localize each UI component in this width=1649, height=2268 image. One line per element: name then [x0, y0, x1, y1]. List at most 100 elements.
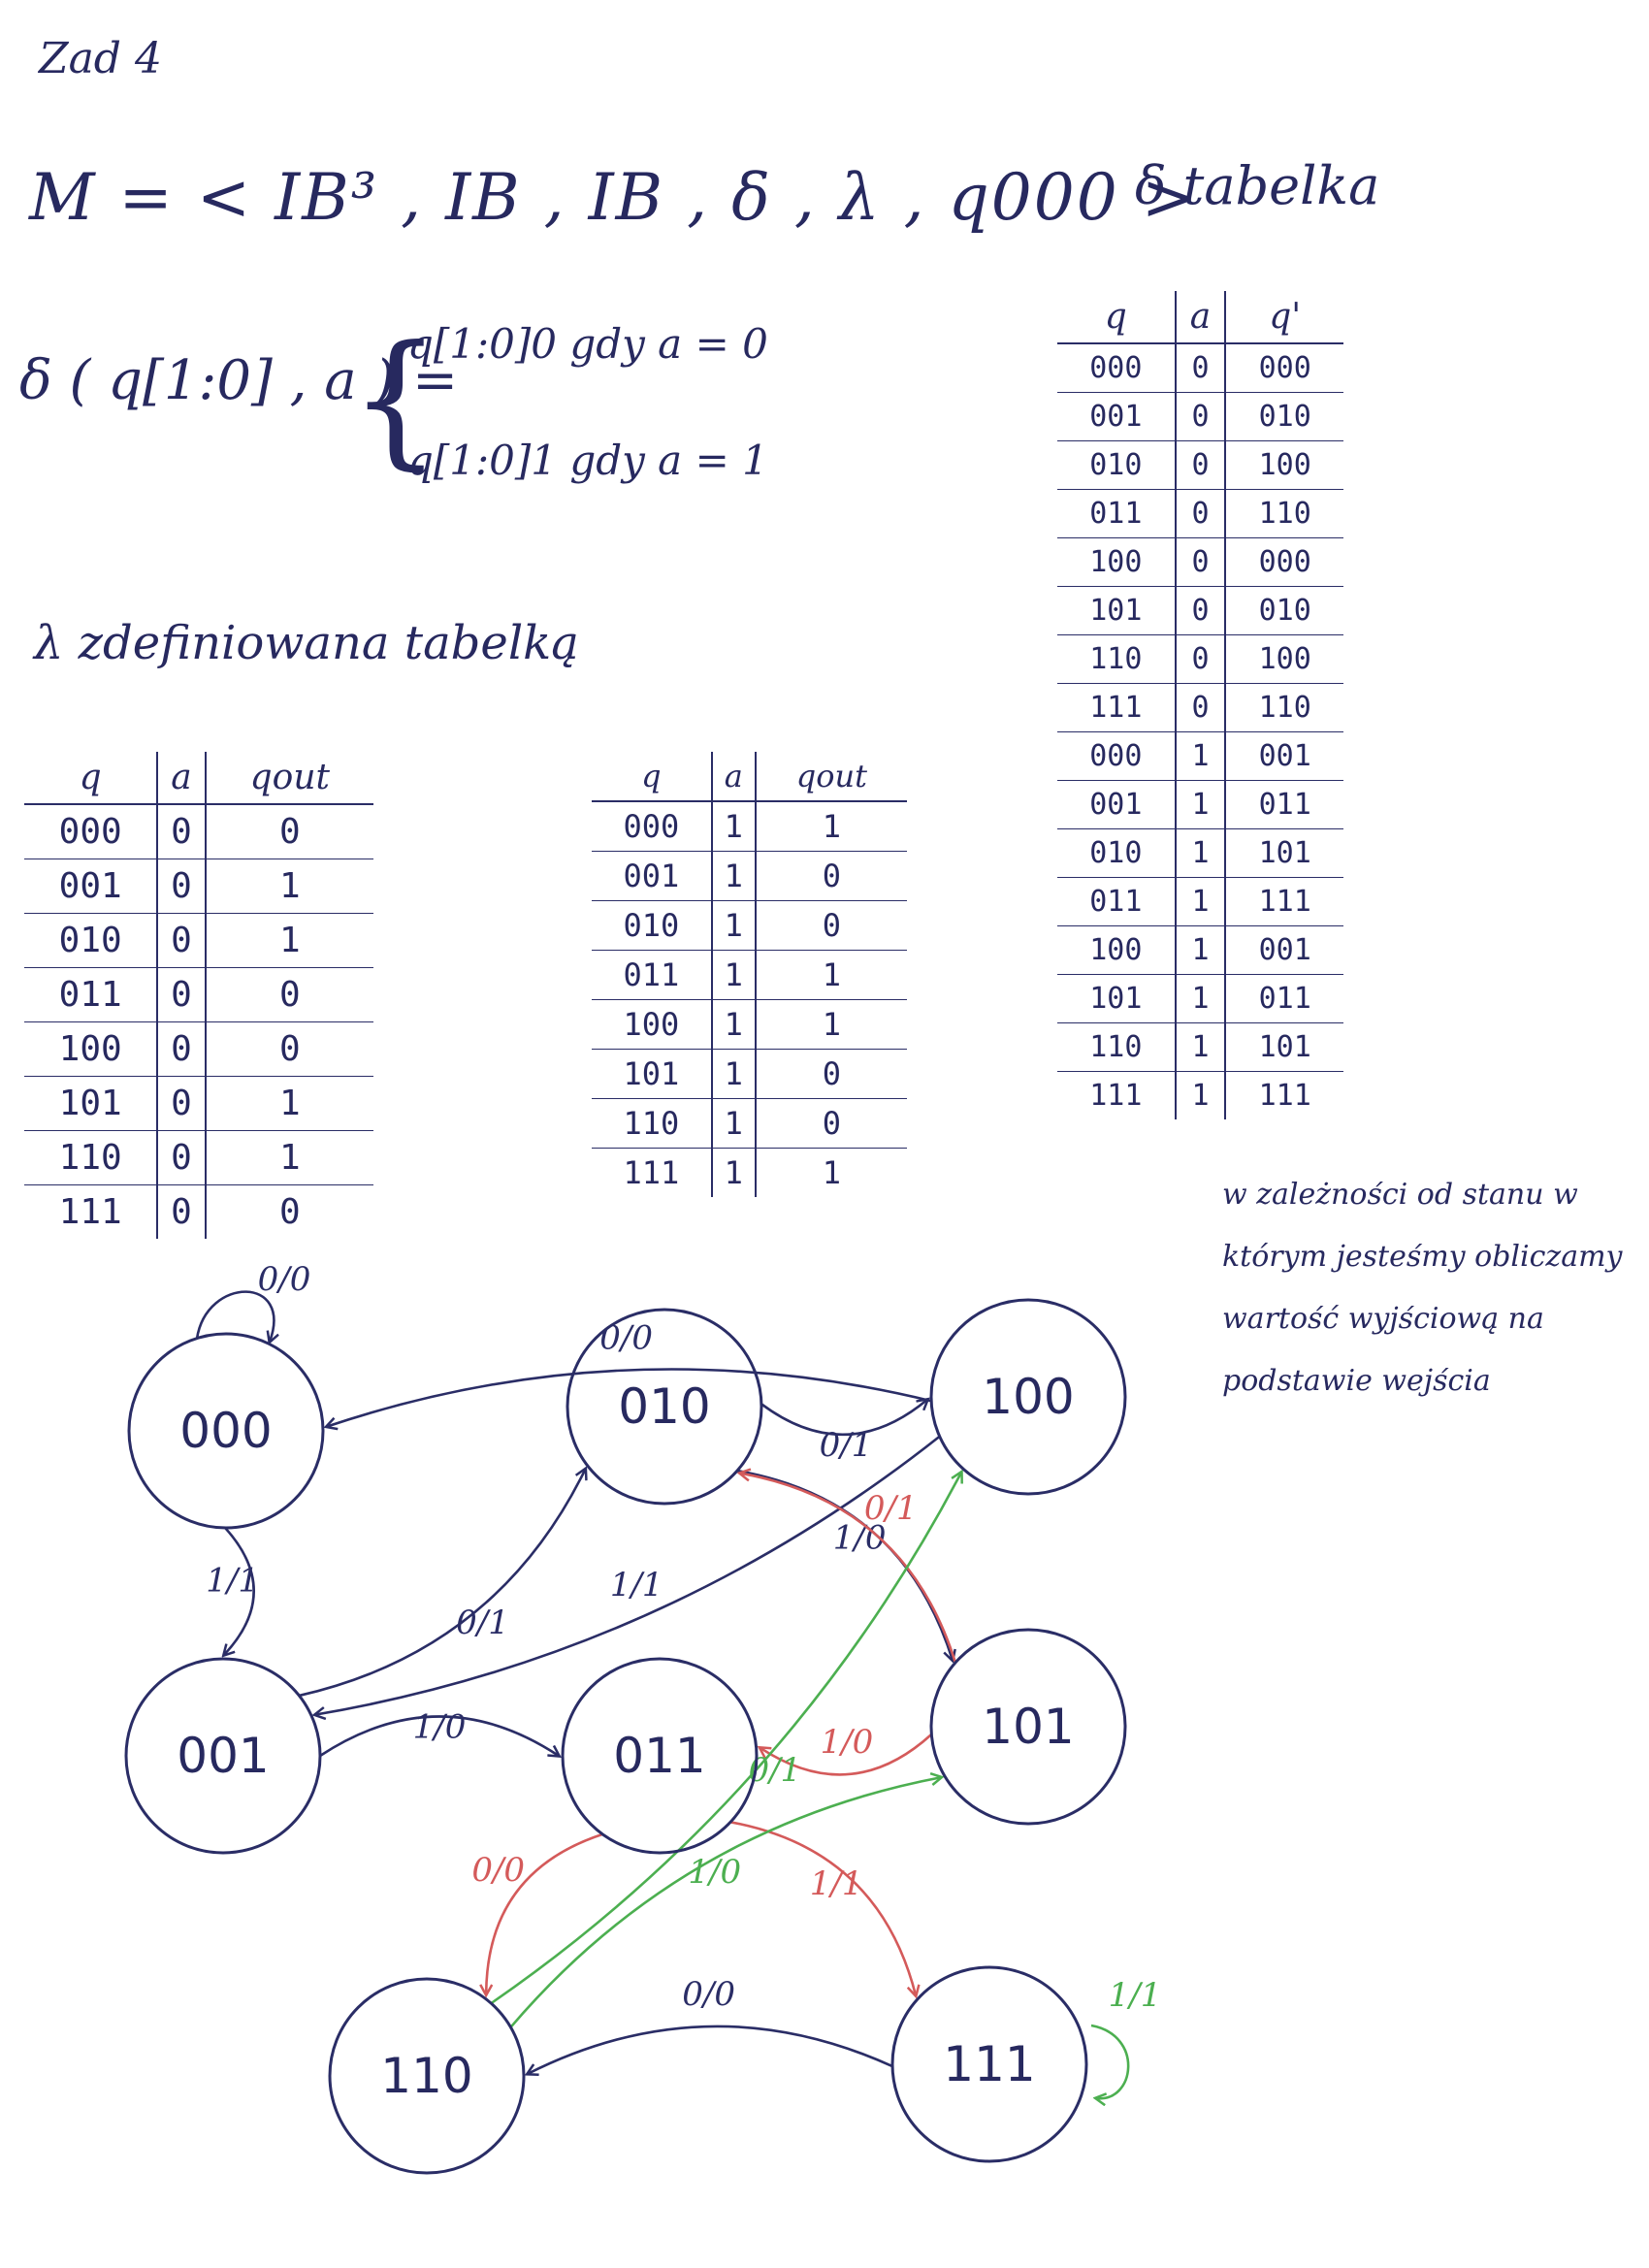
table-cell: 0: [156, 913, 206, 968]
transition-label: 1/1: [206, 1562, 259, 1601]
state-label: 000: [179, 1403, 272, 1459]
table-cell: 111: [1224, 1071, 1343, 1119]
table-cell: 011: [1057, 877, 1176, 926]
table-cell: 001: [592, 851, 712, 901]
state-node: 000: [127, 1332, 325, 1530]
state-node: 001: [124, 1657, 322, 1855]
transition-label: 0/0: [599, 1318, 653, 1357]
table-cell: 100: [1224, 634, 1343, 684]
table-cell: 1: [1174, 731, 1226, 781]
column-header: a: [1174, 291, 1226, 344]
transition-arrow: [740, 1474, 957, 1664]
table-cell: 011: [24, 967, 158, 1022]
table-cell: 110: [24, 1130, 158, 1185]
table-cell: 0: [754, 1098, 907, 1149]
table-cell: 1: [710, 1148, 756, 1197]
table-cell: 1: [710, 1049, 756, 1099]
table-cell: 010: [1057, 440, 1176, 490]
table-cell: 110: [592, 1098, 712, 1149]
table-cell: 1: [204, 1130, 373, 1185]
transition-label: 1/0: [833, 1518, 887, 1557]
table-cell: 101: [24, 1076, 158, 1131]
table-cell: 000: [1224, 342, 1343, 393]
table-cell: 1: [754, 950, 907, 1000]
table-cell: 0: [204, 967, 373, 1022]
table-cell: 111: [592, 1148, 712, 1197]
state-label: 101: [982, 1699, 1074, 1755]
transition-label: 1/1: [810, 1864, 863, 1903]
table-cell: 101: [1057, 974, 1176, 1023]
table-cell: 0: [1174, 634, 1226, 684]
table-cell: 0: [754, 1049, 907, 1099]
table-cell: 1: [710, 1098, 756, 1149]
table-cell: 110: [1057, 1022, 1176, 1072]
table-cell: 1: [1174, 780, 1226, 829]
table-cell: 010: [24, 913, 158, 968]
state-label: 010: [618, 1378, 710, 1435]
table-cell: 000: [1224, 537, 1343, 587]
machine-definition: M = < IB³ , IB , IB , δ , λ , q000 >: [29, 160, 1198, 235]
table-cell: 0: [754, 851, 907, 901]
transition-arrow: [224, 1527, 255, 1655]
table-cell: 000: [24, 803, 158, 859]
transition-arrow: [315, 1435, 941, 1715]
table-cell: 000: [1057, 731, 1176, 781]
table-cell: 010: [1224, 392, 1343, 441]
table-cell: 100: [24, 1021, 158, 1077]
table-cell: 0: [204, 1021, 373, 1077]
table-cell: 1: [204, 859, 373, 914]
transition-label: 0/0: [471, 1851, 525, 1890]
lambda-title: λ zdefiniowana tabelką: [34, 616, 579, 670]
table-cell: 1: [1174, 925, 1226, 975]
table-cell: 0: [156, 967, 206, 1022]
state-circle: [328, 1977, 526, 2175]
table-cell: 0: [156, 1130, 206, 1185]
column-header: q: [1057, 291, 1176, 344]
transition-label: 1/0: [821, 1723, 874, 1762]
state-circle: [566, 1308, 763, 1506]
state-node: 010: [566, 1308, 763, 1506]
table-cell: 0: [156, 803, 206, 859]
state-label: 001: [177, 1728, 269, 1784]
side-note: w zależności od stanu w którym jesteśmy …: [1222, 1178, 1623, 1398]
state-circle: [127, 1332, 325, 1530]
transition-arrow: [1090, 2024, 1130, 2098]
column-header: q: [592, 752, 712, 802]
transition-label: 0/0: [258, 1260, 311, 1299]
transition-arrow: [729, 1821, 916, 1995]
table-cell: 0: [1174, 440, 1226, 490]
state-node: 101: [929, 1628, 1127, 1826]
table-cell: 011: [1057, 489, 1176, 538]
table-cell: 1: [710, 851, 756, 901]
delta-table-title: δ tabelka: [1135, 155, 1380, 216]
table-cell: 0: [204, 803, 373, 859]
table-cell: 010: [592, 900, 712, 951]
table-cell: 0: [204, 1184, 373, 1239]
table-cell: 001: [1057, 392, 1176, 441]
table-cell: 0: [1174, 586, 1226, 635]
table-cell: 0: [156, 1076, 206, 1131]
table-cell: 1: [754, 800, 907, 852]
state-circle: [929, 1298, 1127, 1496]
table-cell: 011: [1224, 974, 1343, 1023]
state-node: 100: [929, 1298, 1127, 1496]
table-cell: 1: [710, 900, 756, 951]
table-cell: 1: [754, 1148, 907, 1197]
